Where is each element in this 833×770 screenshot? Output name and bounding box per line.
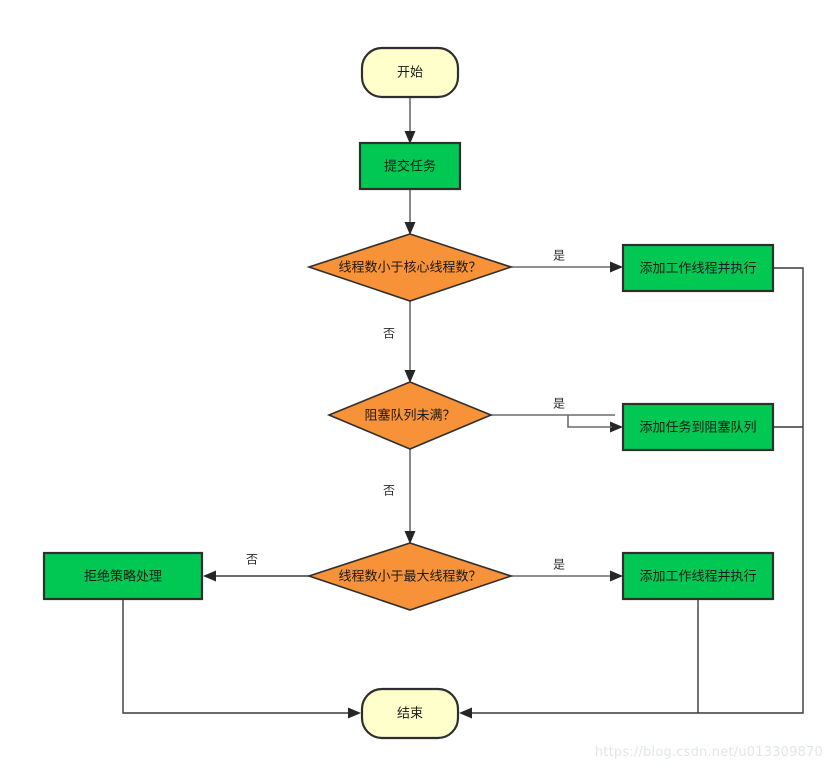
edge-decision1-to-process1: 是: [511, 249, 623, 273]
reject-policy-shape[interactable]: [42, 551, 204, 601]
submit-task-shape[interactable]: [358, 141, 462, 191]
node-end[interactable]: 结束: [360, 687, 460, 740]
edge-decision2-to-decision3: 否: [383, 449, 416, 544]
watermark-text: https://blog.csdn.net/u013309870: [594, 745, 823, 760]
node-submit-task[interactable]: 提交任务: [358, 141, 462, 191]
edge-decision2-to-process2: 是: [491, 397, 623, 433]
edge-decision3-to-reject: 否: [203, 553, 309, 582]
node-start[interactable]: 开始: [360, 46, 460, 99]
edge-process1-to-end: [459, 267, 804, 719]
reject-policy-label: 拒绝策略处理: [84, 569, 162, 585]
edge-label-no-1: 否: [383, 327, 395, 341]
add-task-to-queue-label: 添加任务到阻塞队列: [639, 420, 756, 436]
node-add-worker-thread-1[interactable]: 添加工作线程并执行: [621, 243, 775, 293]
edge-label-yes-1: 是: [553, 249, 565, 263]
edge-decision3-to-process3: 是: [511, 558, 623, 582]
decision-queue-not-full-shape[interactable]: [326, 381, 494, 450]
edge-layer: 是 否 是 否: [122, 97, 804, 719]
add-worker-thread-2-shape[interactable]: [621, 551, 775, 601]
start-label: 开始: [397, 66, 423, 81]
edge-submit-to-decision1: [404, 189, 416, 235]
node-decision-max-pool[interactable]: 线程数小于最大线程数？: [306, 542, 514, 611]
node-layer: 开始 提交任务 线程数小于核心线程数？ 添加工作线程并执行 阻塞队列未满？: [42, 46, 775, 740]
add-worker-thread-2-label: 添加工作线程并执行: [639, 570, 756, 585]
decision-core-pool-shape[interactable]: [306, 233, 514, 302]
edge-label-no-3: 否: [246, 553, 258, 567]
decision-max-pool-shape[interactable]: [306, 542, 514, 611]
edge-reject-to-end: [122, 599, 361, 719]
end-shape[interactable]: [360, 687, 460, 740]
node-reject-policy[interactable]: 拒绝策略处理: [42, 551, 204, 601]
edge-decision1-to-decision2: 否: [383, 301, 416, 383]
submit-task-label: 提交任务: [384, 159, 436, 175]
decision-max-pool-label: 线程数小于最大线程数？: [338, 570, 481, 585]
end-label: 结束: [397, 707, 423, 722]
add-worker-thread-1-shape[interactable]: [621, 243, 775, 293]
edge-label-yes-2: 是: [553, 397, 565, 411]
add-task-to-queue-shape[interactable]: [621, 402, 775, 452]
start-shape[interactable]: [360, 46, 460, 99]
decision-queue-not-full-label: 阻塞队列未满？: [364, 408, 455, 424]
edge-label-no-2: 否: [383, 484, 395, 498]
node-add-worker-thread-2[interactable]: 添加工作线程并执行: [621, 551, 775, 601]
decision-core-pool-label: 线程数小于核心线程数？: [338, 261, 481, 276]
node-decision-core-pool[interactable]: 线程数小于核心线程数？: [306, 233, 514, 302]
edge-start-to-submit: [404, 97, 416, 144]
node-decision-queue-not-full[interactable]: 阻塞队列未满？: [326, 381, 494, 450]
add-worker-thread-1-label: 添加工作线程并执行: [639, 262, 756, 277]
node-add-task-to-queue[interactable]: 添加任务到阻塞队列: [621, 402, 775, 452]
edge-label-yes-3: 是: [553, 558, 565, 572]
